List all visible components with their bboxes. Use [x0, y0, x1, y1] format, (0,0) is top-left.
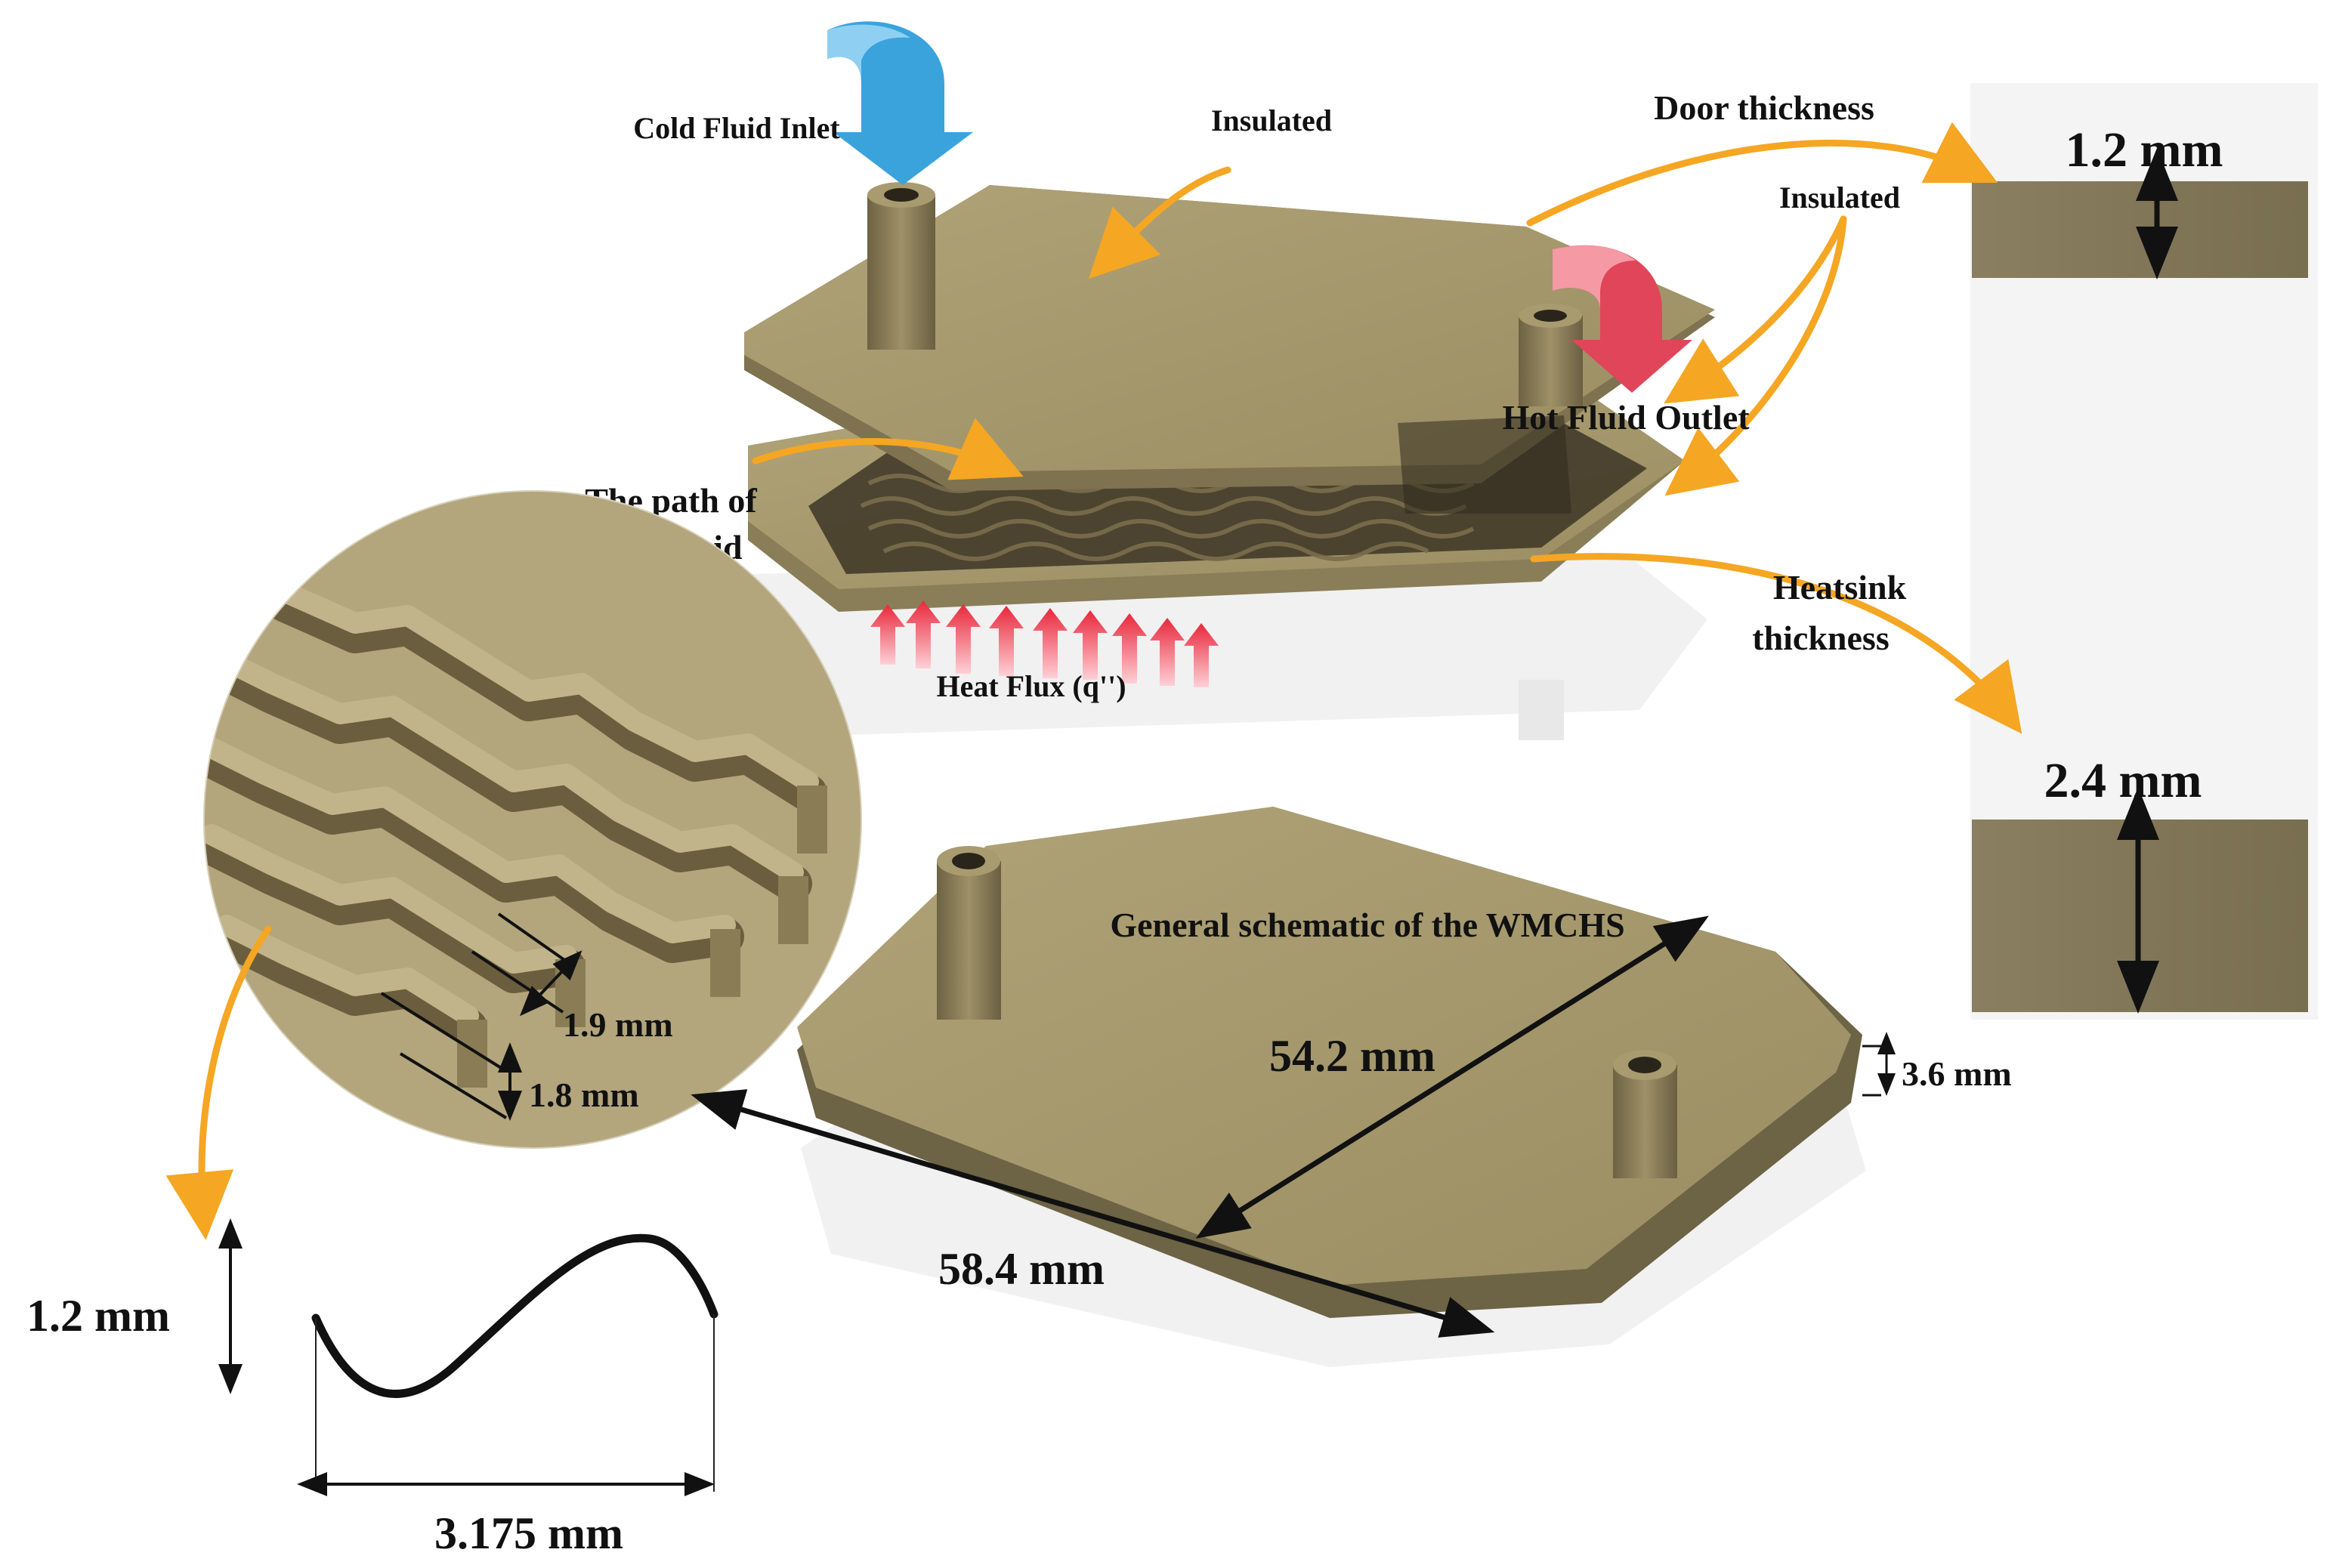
flux-arrow-icon: [1033, 608, 1068, 678]
base-outlet-column: [1613, 1065, 1677, 1178]
thickness-36-bracket: [1862, 1032, 1896, 1097]
insulated-right-label: Insulated: [1779, 181, 1900, 215]
cold-inlet-label: Cold Fluid Inlet: [633, 111, 840, 145]
inlet-column: [867, 195, 935, 350]
zoom-to-wave-arrow-icon: [165, 925, 272, 1240]
dim-542-label: 54.2 mm: [1269, 1031, 1435, 1081]
wavy-fin-tops: [204, 552, 819, 1026]
fin-dimension-lines: [380, 912, 582, 1121]
insulated-top-arrow-icon: [1088, 166, 1231, 279]
flux-arrow-icon: [870, 604, 905, 665]
outlet-hole: [1534, 310, 1567, 322]
zoom-detail: 1.9 mm 1.8 mm: [165, 490, 862, 1240]
wave-curve: [311, 1233, 718, 1398]
nanofluid-path-arrow-icon: [752, 418, 1024, 480]
flux-arrow-icon: [1112, 613, 1147, 684]
wave-amplitude-label: 1.2 mm: [26, 1291, 170, 1341]
door-plate-top: [744, 185, 1715, 472]
heatsink-thickness-arrow-icon: [1530, 553, 2022, 734]
outlet-column: [1519, 316, 1583, 406]
wave-profile: 1.2 mm 3.175 mm: [26, 1218, 718, 1558]
thickness-panel: 1.2 mm 2.4 mm: [1970, 83, 2318, 1020]
fin-width-label: 1.9 mm: [563, 1005, 673, 1044]
flux-arrow-icon: [989, 606, 1024, 676]
zoom-circle-border: [203, 490, 862, 1149]
hot-outlet-arrow-icon: [1553, 245, 1692, 393]
flux-arrow-icon: [906, 600, 941, 668]
cold-inlet-arrow-icon: [827, 21, 973, 185]
door-thickness-label: Door thickness: [1654, 88, 1874, 127]
length-584-arrow: [691, 1089, 1495, 1338]
assembled-heatsink: General schematic of the WMCHS 54.2 mm 5…: [691, 807, 2012, 1367]
general-schematic-label: General schematic of the WMCHS: [1110, 906, 1624, 944]
flux-arrow-icon: [946, 604, 981, 674]
inlet-hole: [884, 188, 919, 202]
door-gap-shadow: [1398, 415, 1571, 514]
insulated-right-arrow-icon-2: [1664, 215, 1847, 496]
base-outlet-hole: [1628, 1057, 1661, 1073]
base-dimension-lines: [691, 915, 1709, 1338]
insulated-top-label: Insulated: [1211, 103, 1332, 137]
reflection-post: [1519, 680, 1564, 740]
door-dim-label: 1.2 mm: [2066, 122, 2223, 177]
fin-gap-label: 1.8 mm: [529, 1076, 639, 1114]
door-thickness-swatch: [1972, 181, 2308, 278]
flux-arrow-icon: [1150, 618, 1185, 686]
heatsink-thickness-label-line1: Heatsink: [1773, 568, 1907, 607]
base-inlet-hole: [952, 853, 985, 869]
flux-arrow-icon: [1073, 610, 1108, 680]
dim-36-label: 3.6 mm: [1902, 1054, 2012, 1093]
hot-outlet-label: Hot Fluid Outlet: [1502, 398, 1750, 437]
heatsink-thickness-label-line2: thickness: [1752, 619, 1889, 657]
door-thickness-arrow-icon: [1526, 122, 1998, 227]
callout-arrows: [752, 122, 2022, 734]
heat-flux-arrows: [870, 600, 1219, 687]
dim-584-label: 58.4 mm: [938, 1244, 1105, 1294]
wave-length-label: 3.175 mm: [434, 1508, 623, 1558]
flux-arrow-icon: [1184, 623, 1219, 687]
heat-flux-label: Heat Flux (q''): [936, 669, 1126, 703]
base-inlet-column: [937, 861, 1001, 1020]
exploded-assembly: Cold Fluid Inlet Insulated Door thicknes…: [585, 21, 2022, 740]
heatsink-dim-label: 2.4 mm: [2044, 753, 2202, 808]
insulated-right-arrow-icon-1: [1664, 215, 1847, 404]
